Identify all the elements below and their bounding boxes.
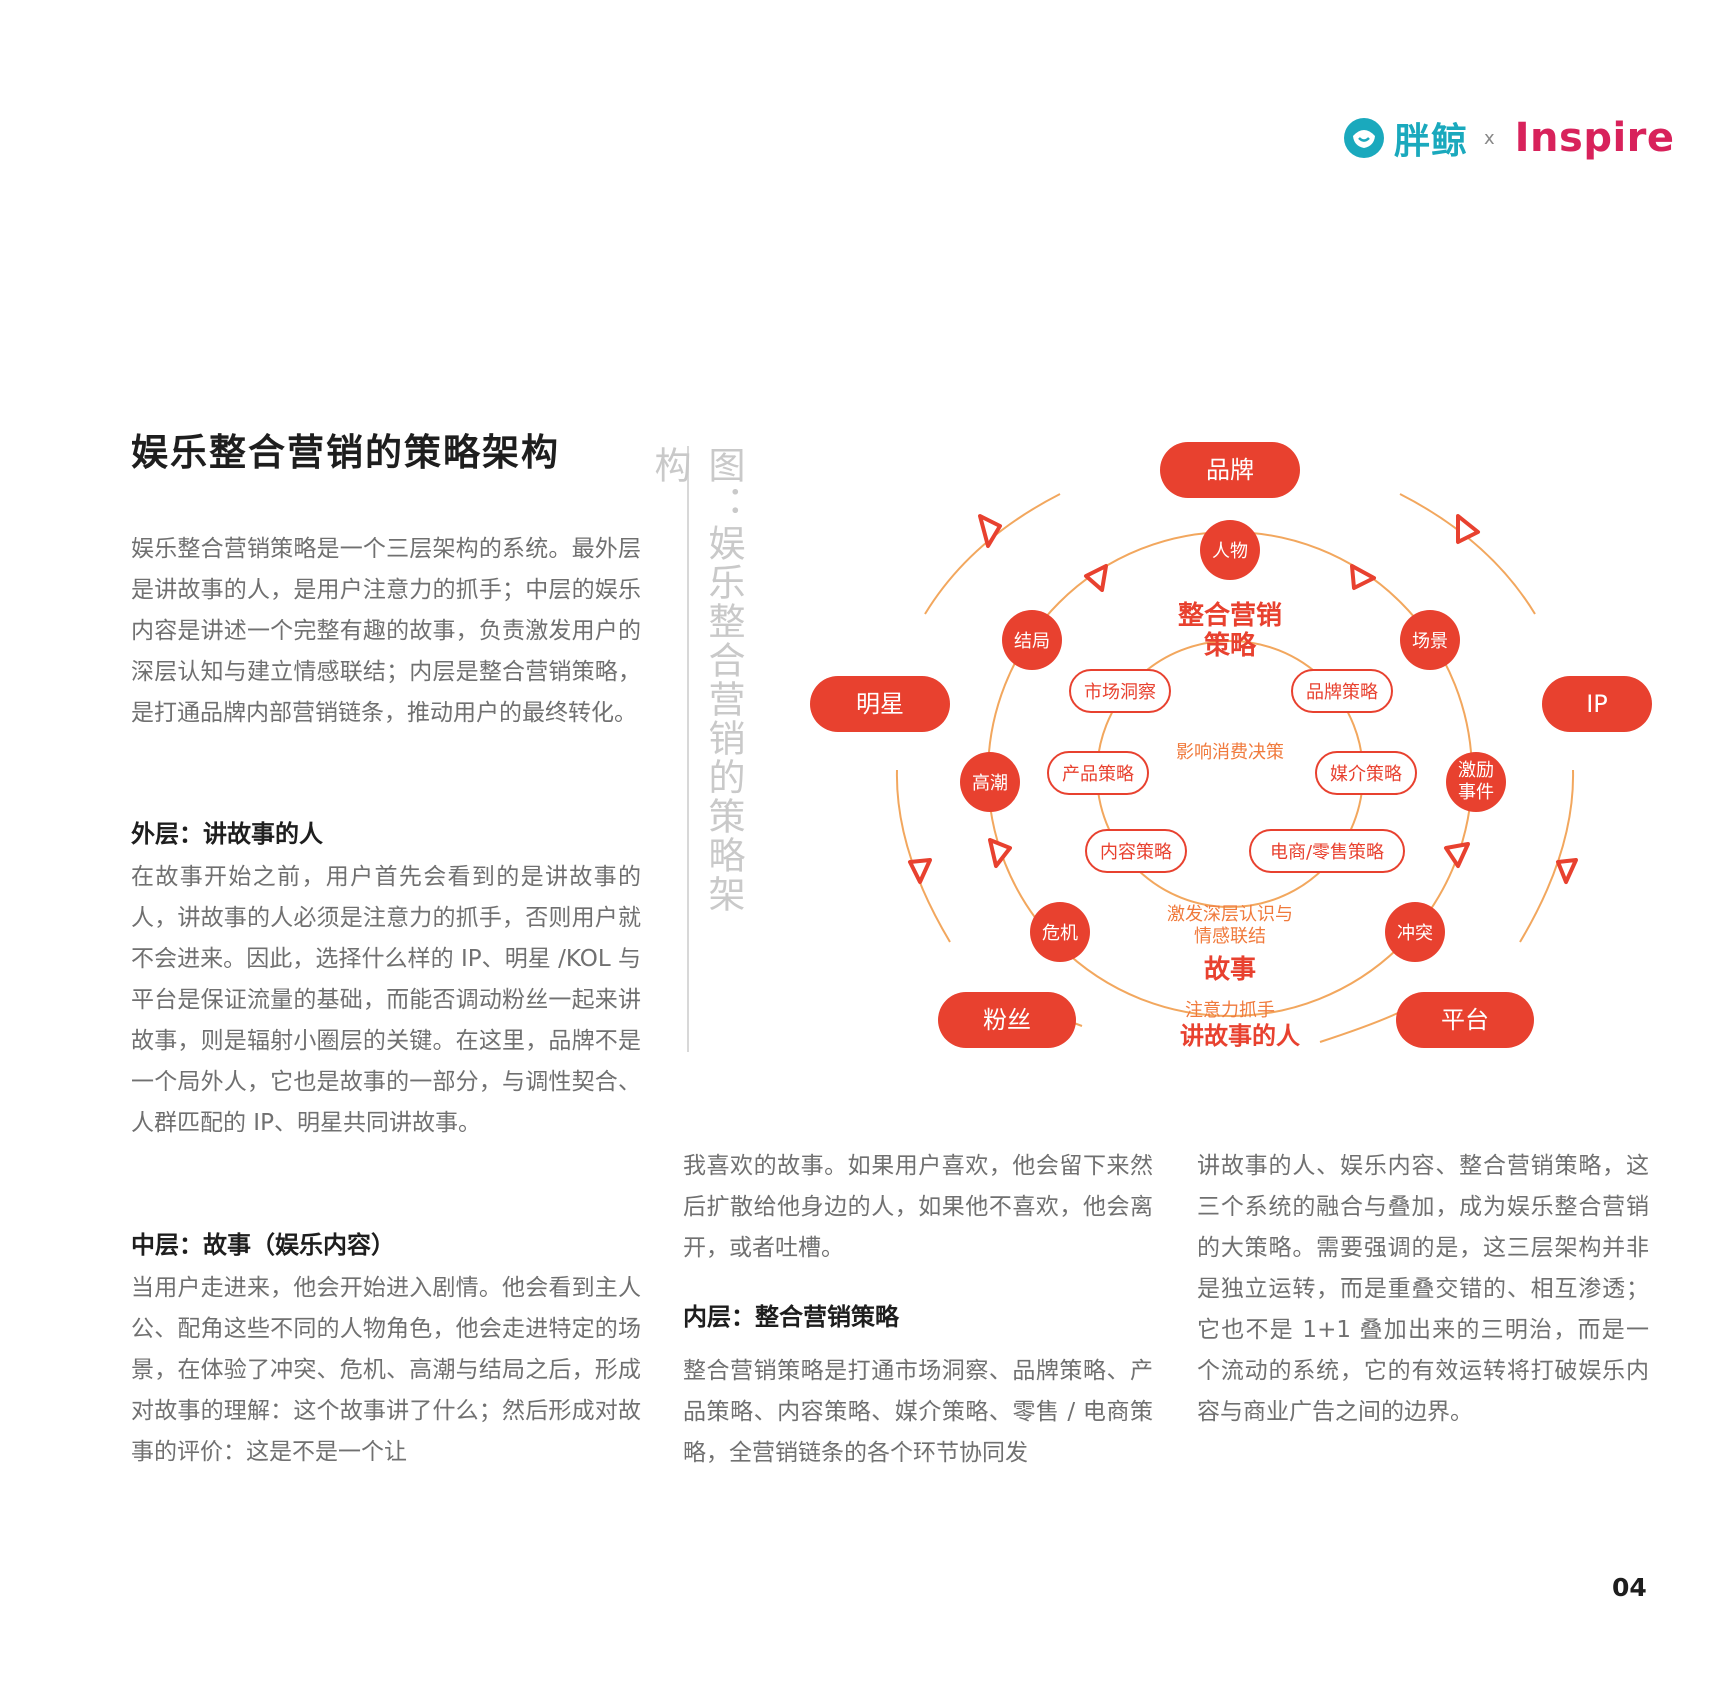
caption-divider: [687, 446, 689, 1052]
outer-node-label: 品牌: [1206, 456, 1254, 484]
inner-node-brand-strategy: [1291, 669, 1393, 713]
strategy-diagram: 品牌 IP 平台 粉丝 明星 人物 场景 激励 事件 冲突: [810, 442, 1652, 1050]
whale-icon: [1344, 118, 1384, 158]
outer-ring-arc: [1399, 493, 1536, 615]
middle-node-scene: 场景: [1400, 610, 1460, 670]
outer-node-label: 平台: [1441, 1006, 1489, 1034]
middle-node-label: 危机: [1042, 923, 1078, 944]
outer-node-brand: 品牌: [1160, 442, 1300, 498]
inner-node-label: 媒介策略: [1330, 764, 1402, 785]
conclusion-paragraph: 讲故事的人、娱乐内容、整合营销策略，这三个系统的融合与叠加，成为娱乐整合营销的大…: [1197, 1153, 1649, 1425]
middle-node-label: 结局: [1014, 631, 1050, 652]
inner-layer-heading: 内层：整合营销策略: [683, 1303, 899, 1331]
inner-layer-body: 整合营销策略是打通市场洞察、品牌策略、产品策略、内容策略、媒介策略、零售 / 电…: [683, 1358, 1153, 1466]
inner-node-product-strategy: [1047, 751, 1149, 795]
arrow-marker: [908, 858, 932, 884]
middle-node-inciting-event: 激励 事件: [1446, 752, 1506, 812]
outer-layer-heading: 外层：讲故事的人: [131, 820, 323, 848]
middle-node-label: 场景: [1412, 631, 1448, 652]
center-title-line1: 整合营销: [1178, 600, 1282, 631]
outer-node-label: 明星: [856, 690, 904, 718]
outer-node-label: IP: [1586, 690, 1608, 718]
middle-node-ending: 结局: [1002, 610, 1062, 670]
outer-node-label: 粉丝: [983, 1006, 1031, 1034]
middle-layer-heading: 中层：故事（娱乐内容）: [131, 1231, 395, 1259]
middle-node-climax: 高潮: [960, 752, 1020, 812]
inner-node-content-strategy: [1085, 829, 1187, 873]
brand-name-cn: 胖鲸: [1394, 121, 1469, 162]
svg-text:事件: 事件: [1458, 782, 1494, 803]
arrow-marker: [1350, 564, 1376, 590]
outer-title: 讲故事的人: [1180, 1022, 1300, 1050]
svg-text:激励: 激励: [1458, 760, 1494, 781]
outer-node-ip: IP: [1542, 676, 1652, 732]
inner-node-media-strategy: [1315, 751, 1417, 795]
mid-note-line2: 情感联结: [1194, 926, 1266, 947]
arrow-marker: [1556, 858, 1578, 884]
outer-node-platform: 平台: [1396, 992, 1534, 1048]
arrow-marker: [978, 514, 1002, 548]
intro-paragraph: 娱乐整合营销策略是一个三层架构的系统。最外层是讲故事的人，是用户注意力的抓手；中…: [131, 536, 641, 726]
outer-ring-arc: [895, 769, 951, 943]
logo-separator: x: [1484, 127, 1495, 149]
middle-node-crisis: 危机: [1030, 902, 1090, 962]
middle-node-label: 冲突: [1397, 923, 1433, 944]
middle-layer-body-col1: 当用户走进来，他会开始进入剧情。他会看到主人公、配角这些不同的人物角色，他会走进…: [131, 1275, 641, 1465]
inner-node-label: 品牌策略: [1306, 682, 1378, 703]
middle-layer-body-col2: 我喜欢的故事。如果用户喜欢，他会留下来然后扩散给他身边的人，如果他不喜欢，他会离…: [683, 1153, 1153, 1261]
arrow-marker: [988, 838, 1012, 868]
mid-note-line1: 激发深层认识与: [1167, 904, 1293, 925]
mid-title: 故事: [1204, 955, 1256, 985]
outer-node-fans: 粉丝: [938, 992, 1076, 1048]
arrow-marker: [1084, 564, 1108, 592]
inner-node-label: 内容策略: [1100, 842, 1172, 863]
outer-node-star: 明星: [810, 676, 950, 732]
outer-ring-arc: [1519, 769, 1575, 943]
brand-name-en: Inspire: [1514, 115, 1675, 161]
page-title: 娱乐整合营销的策略架构: [131, 430, 560, 474]
outer-ring-arc: [924, 493, 1061, 615]
middle-node-conflict: 冲突: [1385, 902, 1445, 962]
arrow-marker: [1444, 842, 1470, 868]
brand-logo: 胖鲸 x Inspire: [1344, 112, 1675, 164]
middle-node-character: 人物: [1200, 520, 1260, 580]
outer-ring-arc: [1319, 1011, 1401, 1043]
figure-caption: 图：娱乐整合营销的策略架构: [648, 446, 745, 914]
page-number: 04: [1612, 1573, 1647, 1602]
middle-node-label: 高潮: [972, 773, 1008, 794]
inner-node-market-insight: [1069, 669, 1171, 713]
outer-note: 注意力抓手: [1185, 1000, 1275, 1021]
middle-node-label: 人物: [1212, 541, 1248, 562]
arrow-marker: [1456, 514, 1480, 544]
inner-node-label: 市场洞察: [1084, 682, 1156, 703]
outer-layer-body: 在故事开始之前，用户首先会看到的是讲故事的人，讲故事的人必须是注意力的抓手，否则…: [131, 864, 641, 1136]
center-subtitle: 影响消费决策: [1176, 742, 1284, 763]
inner-node-label: 电商/零售策略: [1270, 842, 1384, 863]
center-title-line2: 策略: [1204, 630, 1257, 661]
inner-node-retail-strategy: [1249, 829, 1405, 873]
inner-node-label: 产品策略: [1062, 764, 1134, 785]
